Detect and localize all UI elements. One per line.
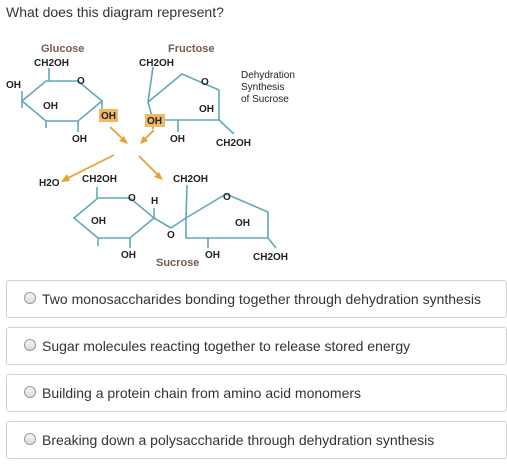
answer-option-4[interactable]: Breaking down a polysaccharide through d… — [6, 421, 507, 459]
glucose-ring-o: O — [77, 76, 85, 87]
sucrose-diagram: Glucose Fructose Sucrose CH2OH OH O OH O… — [6, 42, 308, 268]
glucose-oh-bottom: OH — [72, 134, 87, 145]
sucrose-oh-right-bottom: OH — [205, 250, 220, 261]
glucose-ring — [20, 80, 104, 122]
fructose-title: Fructose — [168, 43, 214, 55]
radio-button[interactable] — [24, 292, 36, 304]
answer-option-2[interactable]: Sugar molecules reacting together to rel… — [6, 327, 507, 365]
sucrose-bond — [185, 184, 188, 219]
fructose-ring-o: O — [201, 77, 209, 88]
note-line-3: of Sucrose — [241, 94, 289, 105]
arrow-water — [65, 154, 115, 180]
fructose-bond — [147, 66, 154, 103]
glucose-oh-reactive: OH — [101, 111, 116, 122]
fructose-oh-mid: OH — [199, 104, 214, 115]
radio-button[interactable] — [24, 386, 36, 398]
fructose-oh-reactive: OH — [147, 116, 162, 127]
diagram-svg: Glucose Fructose Sucrose CH2OH OH O OH O… — [6, 43, 295, 268]
sucrose-oh-left-bottom: OH — [121, 250, 136, 261]
arrow-head — [140, 136, 148, 144]
arrow-head — [61, 174, 70, 182]
sucrose-oh-right-mid: OH — [235, 218, 250, 229]
glucose-title: Glucose — [41, 43, 84, 55]
arrow-sucrose — [138, 155, 160, 177]
glucose-oh-mid: OH — [43, 101, 58, 112]
glucose-oh-left: OH — [6, 80, 21, 91]
sucrose-ch2oh-left: CH2OH — [82, 174, 117, 185]
sucrose-oh-left-mid: OH — [91, 216, 106, 227]
answer-option-1[interactable]: Two monosaccharides bonding together thr… — [6, 280, 507, 318]
glucose-ch2oh: CH2OH — [34, 58, 69, 69]
answer-options: Two monosaccharides bonding together thr… — [6, 280, 507, 468]
sucrose-bond — [170, 217, 187, 229]
note-line-2: Synthesis — [241, 82, 284, 93]
sucrose-ch2oh-right: CH2OH — [253, 252, 288, 263]
sucrose-glucose-ring — [72, 197, 156, 239]
sucrose-ring-o-right: O — [223, 192, 231, 203]
answer-option-label: Building a protein chain from amino acid… — [42, 385, 362, 401]
fructose-oh-bottom: OH — [170, 134, 185, 145]
radio-button[interactable] — [24, 433, 36, 445]
arrow-glucose-oh — [109, 126, 125, 141]
answer-option-label: Breaking down a polysaccharide through d… — [42, 432, 435, 448]
sucrose-fructose-ring — [185, 193, 269, 239]
fructose-bond — [218, 119, 235, 135]
fructose-ch2oh-bottom: CH2OH — [216, 138, 251, 149]
sucrose-title: Sucrose — [156, 257, 199, 268]
radio-button[interactable] — [24, 339, 36, 351]
sucrose-bond — [267, 237, 277, 249]
sucrose-h: H — [151, 196, 158, 207]
answer-option-label: Sugar molecules reacting together to rel… — [42, 338, 411, 354]
sucrose-glycosidic-o: O — [167, 230, 175, 241]
arrow-head — [154, 172, 163, 180]
glucose-oh-highlight — [99, 109, 118, 122]
sucrose-bond — [153, 217, 172, 229]
water-label: H2O — [39, 178, 60, 189]
question-text: What does this diagram represent? — [6, 4, 224, 20]
arrow-head — [119, 136, 128, 144]
sucrose-ch2oh-mid: CH2OH — [173, 174, 208, 185]
fructose-ch2oh-top: CH2OH — [139, 58, 174, 69]
sucrose-ring-o-left: O — [128, 193, 136, 204]
fructose-oh-highlight — [145, 114, 165, 127]
answer-option-label: Two monosaccharides bonding together thr… — [42, 291, 481, 307]
answer-option-3[interactable]: Building a protein chain from amino acid… — [6, 374, 507, 412]
note-line-1: Dehydration — [241, 70, 295, 81]
arrow-fructose-oh — [143, 129, 155, 141]
